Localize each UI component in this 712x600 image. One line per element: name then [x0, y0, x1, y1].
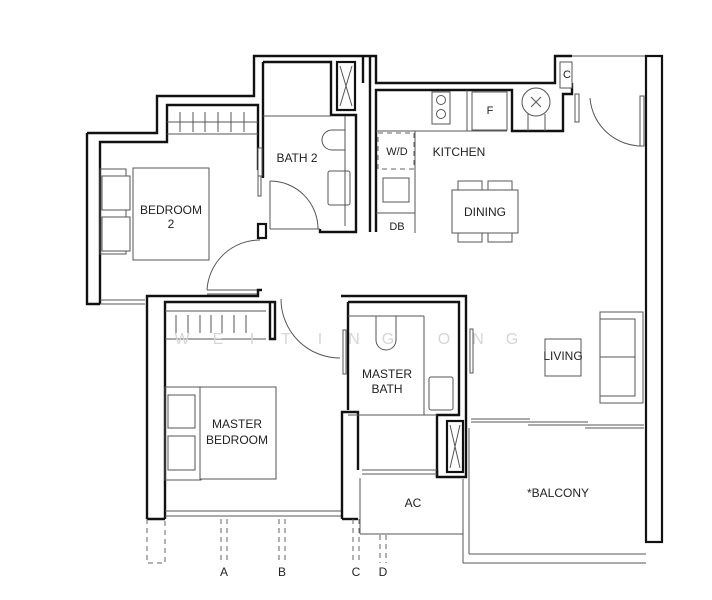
master-bedroom	[145, 288, 342, 521]
entrance-door	[572, 55, 646, 147]
bedroom2-bed	[99, 167, 210, 261]
label-db: DB	[389, 221, 404, 233]
right-exterior-wall	[644, 54, 664, 544]
column-markers	[146, 519, 387, 564]
svg-text:O: O	[438, 331, 452, 348]
label-master-bath: MASTER	[362, 367, 412, 381]
marker-c: C	[352, 565, 361, 579]
corridor-door	[206, 239, 261, 295]
label-kitchen: KITCHEN	[433, 145, 486, 159]
label-balcony: *BALCONY	[527, 486, 589, 500]
svg-text:G: G	[382, 331, 396, 348]
marker-a: A	[220, 565, 228, 579]
svg-text:G: G	[506, 331, 520, 348]
bath2	[256, 56, 372, 240]
bedroom2-wardrobe	[167, 112, 258, 135]
label-bath2: BATH 2	[276, 151, 317, 165]
label-ac: AC	[405, 496, 422, 510]
label-fridge: F	[487, 105, 494, 117]
label-living: LIVING	[543, 349, 582, 363]
balcony-sliding-door	[471, 418, 644, 429]
svg-text:I: I	[318, 331, 324, 348]
kitchen	[374, 61, 574, 233]
label-closet: C	[563, 69, 571, 81]
label-master-bedroom: MASTER	[212, 417, 262, 431]
watermark: W E I T I N G O N G	[174, 331, 520, 348]
svg-text:T: T	[281, 331, 293, 348]
marker-d: D	[379, 565, 388, 579]
svg-text:N: N	[472, 331, 486, 348]
dining-table	[451, 180, 519, 243]
label-dining: DINING	[464, 205, 506, 219]
svg-text:I: I	[250, 331, 256, 348]
living-furniture	[544, 311, 644, 404]
label-master-bedroom-2: BEDROOM	[206, 433, 268, 447]
label-wd: W/D	[386, 146, 407, 158]
master-bath	[340, 294, 474, 521]
label-bedroom2-num: 2	[168, 217, 175, 231]
marker-b: B	[278, 565, 286, 579]
label-master-bath-2: BATH	[371, 382, 402, 396]
svg-text:W: W	[174, 331, 191, 348]
svg-text:E: E	[213, 331, 226, 348]
ac-ledge	[359, 478, 463, 535]
svg-text:N: N	[348, 331, 362, 348]
balcony	[462, 428, 646, 564]
label-bedroom2: BEDROOM	[140, 203, 202, 217]
